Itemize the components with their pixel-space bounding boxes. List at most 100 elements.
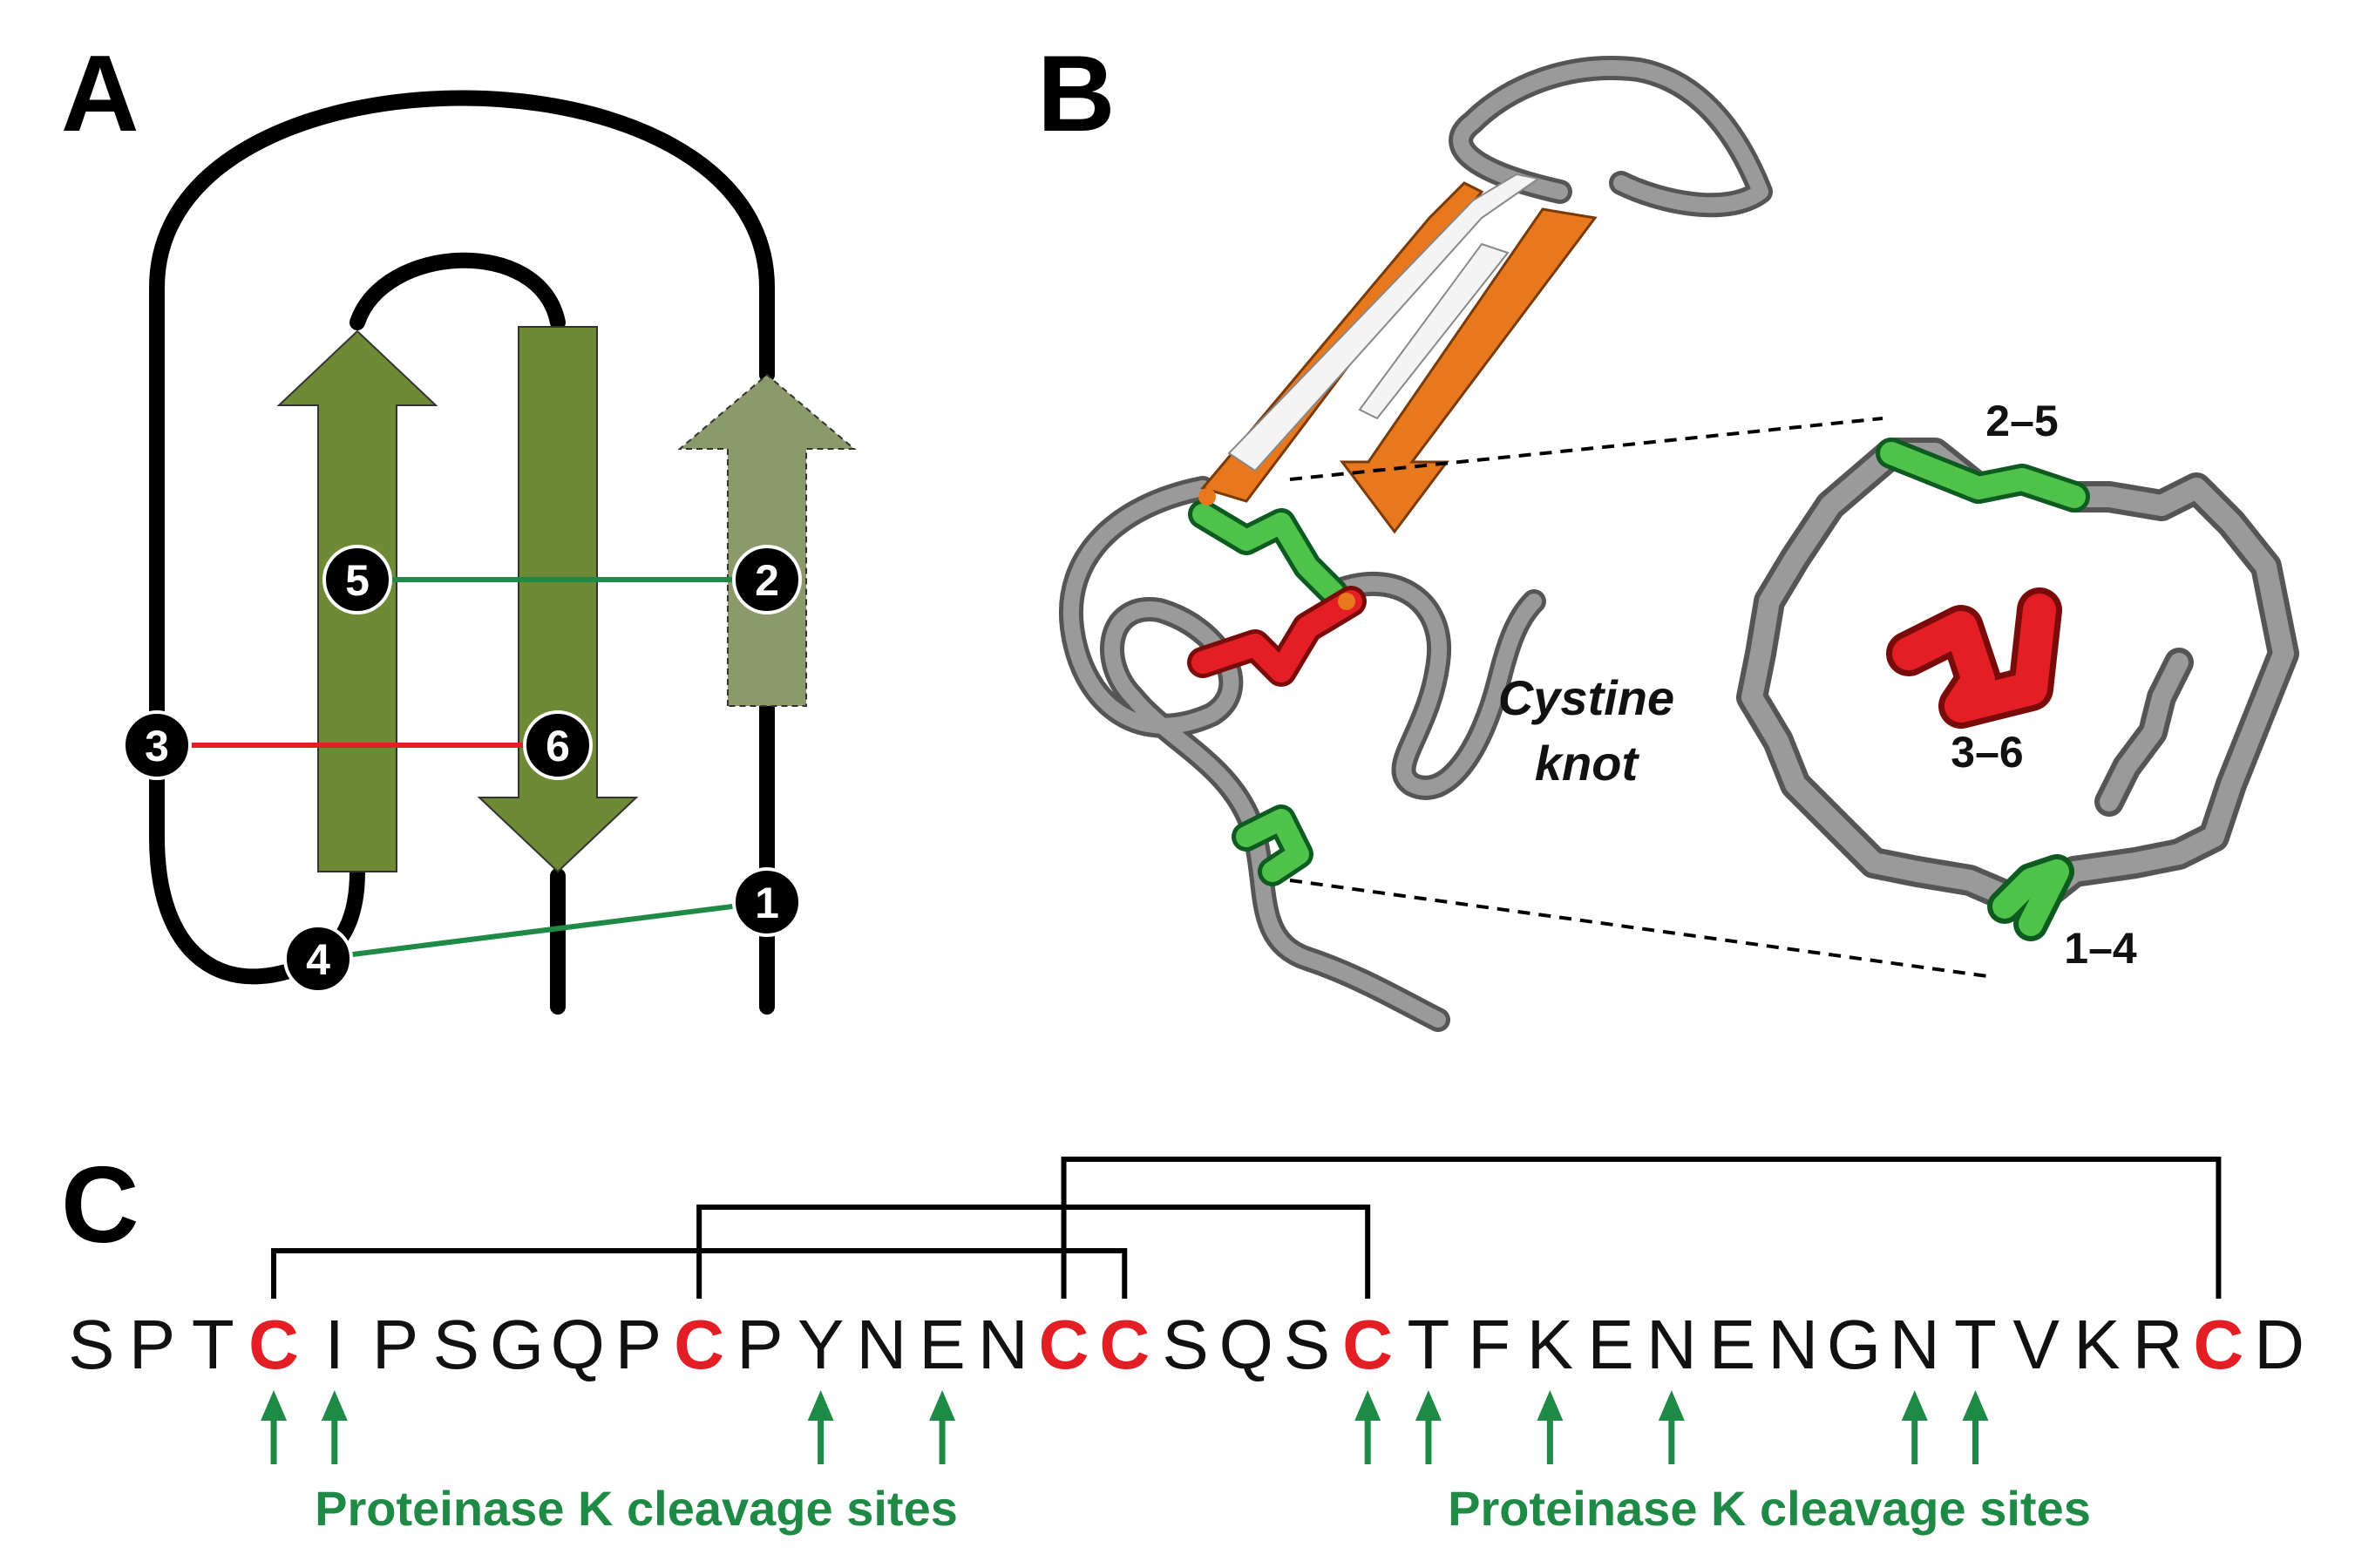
panel-b-disulfides [1187, 499, 1367, 886]
zoomed-knot-ring [1736, 438, 2299, 941]
residue: E [1587, 1306, 1633, 1383]
ribbon-strand-2 [1340, 207, 1598, 534]
cleavage-arrow [321, 1390, 348, 1464]
residue-cysteine: C [2194, 1306, 2244, 1383]
residue: S [1284, 1306, 1330, 1383]
panel-a-bonds [157, 577, 768, 961]
ring-green-bottom-inner [1992, 859, 2069, 936]
disulfide-connectivity [271, 1157, 2222, 1299]
cleavage-arrow [929, 1390, 956, 1464]
disulfide-green-top-inner [1192, 504, 1344, 603]
cystine-knot-label-line2: knot [1535, 736, 1640, 791]
node-4: 4 [283, 924, 353, 994]
cleavage-arrow [1415, 1390, 1442, 1464]
node-5: 5 [322, 545, 392, 614]
ring-green-top-inner [1880, 442, 2086, 508]
pair-label-3-6: 3–6 [1951, 728, 2023, 777]
residue: T [1407, 1306, 1449, 1383]
disulfide-link [696, 1205, 1371, 1299]
residue-cysteine: C [248, 1306, 299, 1383]
tube-top-loop-inner [1453, 60, 1768, 214]
cleavage-label-right: Proteinase K cleavage sites [1448, 1481, 2091, 1536]
residue: P [615, 1306, 662, 1383]
panel-a-nodes: 1 2 3 4 5 6 [122, 545, 802, 994]
svg-text:4: 4 [306, 935, 330, 984]
residue: Y [797, 1306, 844, 1383]
residue-cysteine: C [1099, 1306, 1150, 1383]
node-2: 2 [732, 545, 802, 614]
residue: N [856, 1306, 906, 1383]
bond-1-4 [317, 899, 768, 961]
svg-text:3: 3 [145, 722, 169, 770]
pair-label-1-4: 1–4 [2064, 924, 2137, 973]
residue: N [1890, 1306, 1940, 1383]
cystine-knot-label-line1: Cystine [1498, 670, 1674, 725]
svg-text:1: 1 [755, 879, 779, 927]
cleavage-arrows [261, 1390, 1989, 1464]
residue: R [2133, 1306, 2183, 1383]
svg-text:5: 5 [345, 556, 370, 605]
disulfide-green-bottom-inner [1236, 809, 1309, 882]
cleavage-arrow [807, 1390, 834, 1464]
residue: T [1954, 1306, 1997, 1383]
residue: S [433, 1306, 479, 1383]
panel-b-label: B [1037, 34, 1116, 154]
cleavage-arrow [1354, 1390, 1381, 1464]
residue: S [1162, 1306, 1208, 1383]
sulfur-atom-2 [1338, 593, 1355, 610]
panel-a-label: A [61, 34, 139, 154]
residue: E [1709, 1306, 1755, 1383]
disulfide-red-mid-inner [1191, 590, 1362, 682]
ring-tube-inner [1741, 443, 2294, 917]
residue-cysteine: C [674, 1306, 724, 1383]
strand-arrow-up-faded [677, 373, 857, 707]
panel-c-label: C [61, 1145, 139, 1266]
protein-backbone-tube [1058, 56, 1773, 1032]
residue: D [2254, 1306, 2304, 1383]
tube-right-loop-inner [1326, 576, 1542, 796]
residue: N [1768, 1306, 1818, 1383]
ring-inner-strand-light [2100, 653, 2189, 811]
node-3: 3 [122, 710, 192, 780]
residue: P [736, 1306, 783, 1383]
residue: N [978, 1306, 1028, 1383]
panel-b: B [1037, 34, 2299, 1032]
node-6: 6 [523, 710, 593, 780]
residue: N [1646, 1306, 1697, 1383]
panel-a-backbone [149, 90, 775, 1015]
residue: Q [1219, 1306, 1273, 1383]
panel-a: A 1 2 [61, 34, 857, 1015]
residue: Q [551, 1306, 605, 1383]
cleavage-arrow [1658, 1390, 1685, 1464]
inner-loop [350, 252, 566, 330]
ring-red-center-inner [1892, 594, 2056, 723]
cleavage-arrow [1901, 1390, 1928, 1464]
residue: K [2073, 1306, 2120, 1383]
residue: V [2013, 1306, 2060, 1383]
residue: E [919, 1306, 965, 1383]
tube-left-loops-inner [1062, 480, 1446, 1028]
residue: P [129, 1306, 175, 1383]
pair-label-2-5: 2–5 [1985, 397, 2058, 445]
ribbon-strand-2-highlight [1358, 242, 1510, 420]
residue: T [192, 1306, 234, 1383]
svg-text:2: 2 [755, 556, 779, 605]
residue-cysteine: C [1039, 1306, 1089, 1383]
zoom-guides [1289, 417, 1988, 978]
svg-text:6: 6 [546, 722, 570, 770]
cleavage-label-left: Proteinase K cleavage sites [315, 1481, 958, 1536]
cleavage-arrow [1962, 1390, 1989, 1464]
lower-loop [149, 737, 326, 985]
residue-cysteine: C [1342, 1306, 1393, 1383]
cleavage-arrow [1537, 1390, 1564, 1464]
beta-hairpin-ribbon [1200, 173, 1598, 534]
tube-left-loops [1058, 476, 1450, 1032]
outer-loop [149, 90, 775, 753]
residue: I [325, 1306, 344, 1383]
residue: P [372, 1306, 418, 1383]
strand-arrow-down [477, 326, 639, 873]
cleavage-arrow [261, 1390, 288, 1464]
sulfur-atom-1 [1198, 488, 1216, 506]
